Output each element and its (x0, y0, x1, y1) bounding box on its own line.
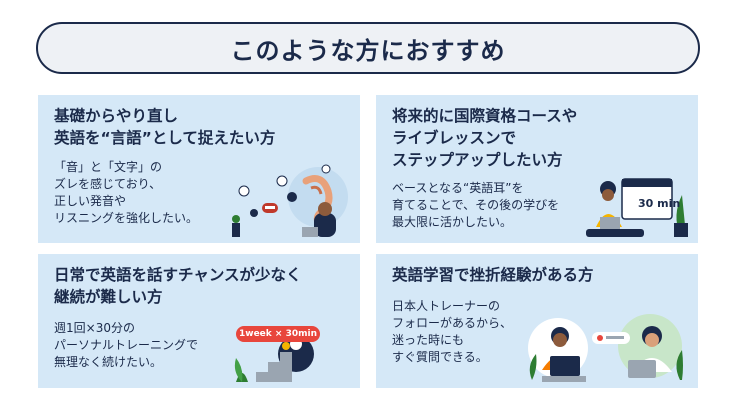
card-body-line: リスニングを強化したい。 (54, 211, 199, 225)
page-title-banner: このような方におすすめ (36, 22, 700, 74)
card-body-line: 正しい発音や (54, 194, 127, 208)
card-body-line: 最大限に活かしたい。 (392, 215, 513, 229)
card-body-line: 迷った時にも (392, 333, 465, 347)
card-body-line: 週1回×30分の (54, 321, 135, 335)
recommendation-card-stepup: 将来的に国際資格コースや ライブレッスンで ステップアップしたい方 ベースとなる… (376, 95, 698, 243)
card-heading-line: 日常で英語を話すチャンスが少なく (54, 266, 302, 284)
card-heading-line: ライブレッスンで (392, 129, 517, 147)
card-heading-line: 基礎からやり直し (54, 107, 179, 125)
card-heading: 英語学習で挫折経験がある方 (392, 264, 594, 286)
card-heading-line: 将来的に国際資格コースや (392, 107, 578, 125)
session-badge-label: 1week × 30min (239, 329, 317, 339)
card-body: 週1回×30分の パーソナルトレーニングで 無理なく続けたい。 (54, 320, 198, 371)
card-body: 日本人トレーナーの フォローがあるから、 迷った時にも すぐ質問できる。 (392, 298, 512, 366)
card-body-line: 日本人トレーナーの (392, 299, 501, 313)
card-body-line: フォローがあるから、 (392, 316, 513, 330)
card-body-line: すぐ質問できる。 (392, 350, 488, 364)
recommendation-card-continuation: 日常で英語を話すチャンスが少なく 継続が難しい方 週1回×30分の パーソナルト… (38, 254, 360, 388)
card-heading: 将来的に国際資格コースや ライブレッスンで ステップアップしたい方 (392, 105, 577, 171)
listening-illustration (232, 164, 348, 237)
card-heading-line: 英語を“言語”として捉えたい方 (54, 129, 276, 147)
card-heading-line: 継続が難しい方 (54, 288, 163, 306)
card-body-line: 無理なく続けたい。 (54, 355, 163, 369)
recommendation-card-basics: 基礎からやり直し 英語を“言語”として捉えたい方 「音」と「文字」の ズレを感じ… (38, 95, 360, 243)
online-support-illustration (528, 314, 683, 382)
card-body-line: 「音」と「文字」の (54, 160, 163, 174)
card-heading-line: ステップアップしたい方 (392, 151, 563, 169)
card-heading-line: 英語学習で挫折経験がある方 (392, 266, 594, 284)
card-body: ベースとなる“英語耳”を 育てることで、その後の学びを 最大限に活かしたい。 (392, 180, 559, 231)
session-badge: 1week × 30min (236, 326, 320, 342)
card-body: 「音」と「文字」の ズレを感じており、 正しい発音や リスニングを強化したい。 (54, 159, 198, 227)
card-heading: 日常で英語を話すチャンスが少なく 継続が難しい方 (54, 264, 302, 308)
recommendation-card-support: 英語学習で挫折経験がある方 日本人トレーナーの フォローがあるから、 迷った時に… (376, 254, 698, 388)
card-body-line: パーソナルトレーニングで (54, 338, 199, 352)
card-body-line: 育てることで、その後の学びを (392, 198, 560, 212)
card-body-line: ベースとなる“英語耳”を (392, 181, 524, 195)
card-heading: 基礎からやり直し 英語を“言語”として捉えたい方 (54, 105, 275, 149)
calendar-label: 30 min (638, 197, 681, 210)
calendar-study-illustration (586, 178, 688, 237)
card-body-line: ズレを感じており、 (54, 177, 162, 191)
page-title: このような方におすすめ (230, 36, 506, 65)
